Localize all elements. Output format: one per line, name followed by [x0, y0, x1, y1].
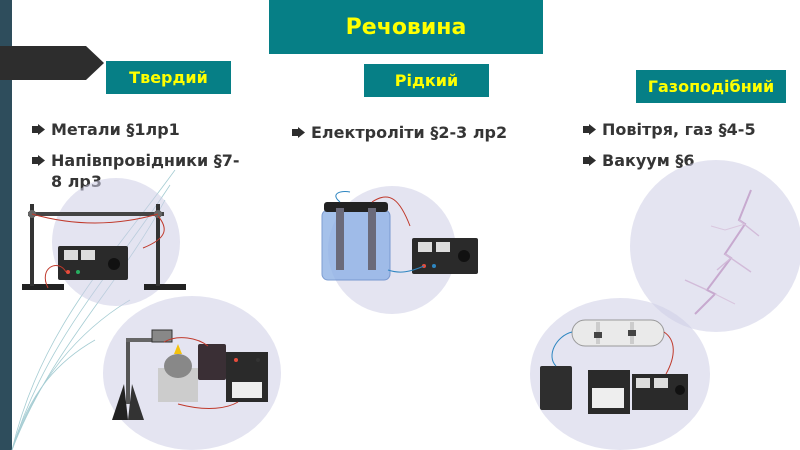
- list-item: Повітря, газ §4-5: [583, 119, 793, 140]
- arrow-right-icon: [583, 124, 596, 135]
- topic-text: Повітря, газ §4-5: [602, 120, 756, 139]
- arrow-right-icon: [32, 124, 45, 135]
- topic-text: Напівпровідники §7-8 лр3: [51, 151, 240, 191]
- arrow-right-icon: [32, 155, 45, 166]
- metals-circuit-illustration: [22, 204, 186, 290]
- solid-topics-list: Метали §1лр1 Напівпровідники §7-8 лр3: [32, 119, 242, 202]
- topic-text: Метали §1лр1: [51, 120, 180, 139]
- arrow-right-icon: [583, 155, 596, 166]
- page-title: Речовина: [269, 0, 543, 54]
- electrolyte-cell-illustration: [321, 191, 478, 281]
- arrow-right-icon: [292, 127, 305, 138]
- section-arrow-tab: [0, 46, 104, 80]
- lightning-illustration: [684, 189, 760, 315]
- gas-discharge-illustration-circle: [630, 160, 800, 332]
- topic-text: Електроліти §2-3 лр2: [311, 123, 508, 142]
- list-item: Електроліти §2-3 лр2: [292, 122, 532, 143]
- gas-topics-list: Повітря, газ §4-5 Вакуум §6: [583, 119, 793, 181]
- category-solid-label: Твердий: [106, 61, 231, 94]
- liquid-topics-list: Електроліти §2-3 лр2: [292, 122, 532, 153]
- topic-text: Вакуум §6: [602, 151, 695, 170]
- semiconductor-setup-illustration: [112, 329, 268, 420]
- list-item: Метали §1лр1: [32, 119, 242, 140]
- category-gas-label: Газоподібний: [636, 70, 786, 103]
- list-item: Вакуум §6: [583, 150, 793, 171]
- left-accent-bar: [0, 0, 12, 450]
- category-liquid-label: Рідкий: [364, 64, 489, 97]
- list-item: Напівпровідники §7-8 лр3: [32, 150, 242, 192]
- vacuum-tube-setup-illustration: [540, 319, 688, 414]
